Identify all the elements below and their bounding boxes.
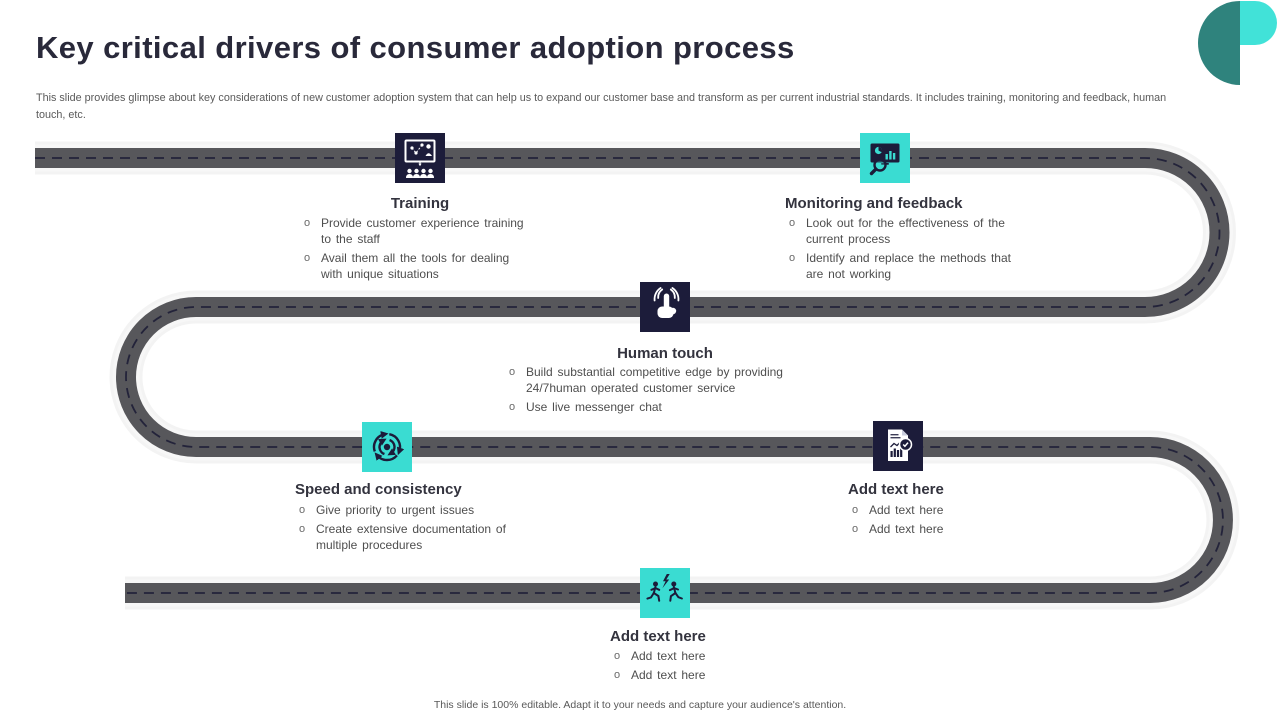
monitoring-dashboard-icon [869,143,900,176]
page-title: Key critical drivers of consumer adoptio… [36,30,795,65]
add-text-right-bullet-list: o Add text here o Add text here [848,502,1008,540]
list-item: o Look out for the effectiveness of the … [785,215,1025,247]
training-icon-tile [395,133,445,183]
list-item: o Provide customer experience training t… [300,215,525,247]
bullet-marker: o [613,669,621,681]
bullet-marker: o [298,504,306,516]
human-touch-bullet-list: o Build substantial competitive edge by … [505,364,805,418]
running-people-icon [646,574,683,602]
bullet-marker: o [508,366,516,378]
list-item: o Identify and replace the methods that … [785,250,1025,282]
brand-logo-light-shape [1240,1,1277,45]
slide-description: This slide provides glimpse about key co… [36,92,1167,121]
bullet-marker: o [303,217,311,229]
list-item[interactable]: o Add text here [848,521,1008,537]
section-title-add-text-right[interactable]: Add text here [848,481,944,498]
training-presentation-icon [404,139,436,178]
bullet-marker: o [298,523,306,535]
bullet-marker: o [851,523,859,535]
speed-bullet-list: o Give priority to urgent issues o Creat… [295,502,525,556]
list-item: o Build substantial competitive edge by … [505,364,805,396]
section-title-monitoring: Monitoring and feedback [785,195,963,212]
monitoring-icon-tile [860,133,910,183]
speed-icon-tile [362,422,412,472]
list-item[interactable]: o Add text here [610,648,770,664]
bullet-marker: o [788,252,796,264]
section-title-add-text-bottom[interactable]: Add text here [610,628,706,645]
section-title-human-touch: Human touch [617,345,713,362]
bullet-marker: o [303,252,311,264]
bullet-marker: o [851,504,859,516]
add-text-bottom-bullet-list: o Add text here o Add text here [610,648,770,686]
training-bullet-list: o Provide customer experience training t… [300,215,525,285]
list-item: o Give priority to urgent issues [295,502,525,518]
bullet-marker: o [613,650,621,662]
running-icon-tile [640,568,690,618]
report-document-icon [888,429,913,461]
human-touch-icon-tile [640,282,690,332]
list-item: o Create extensive documentation of mult… [295,521,525,553]
monitoring-bullet-list: o Look out for the effectiveness of the … [785,215,1025,285]
section-title-speed: Speed and consistency [295,481,462,498]
section-title-training: Training [390,195,450,212]
bullet-marker: o [508,401,516,413]
touch-gesture-icon [653,287,680,318]
list-item: o Avail them all the tools for dealing w… [300,250,525,282]
bullet-marker: o [788,217,796,229]
list-item[interactable]: o Add text here [848,502,1008,518]
list-item: o Use live messenger chat [505,399,805,415]
editable-note: This slide is 100% editable. Adapt it to… [433,699,847,711]
list-item[interactable]: o Add text here [610,667,770,683]
report-icon-tile [873,421,923,471]
cycle-arrows-icon [372,431,405,462]
